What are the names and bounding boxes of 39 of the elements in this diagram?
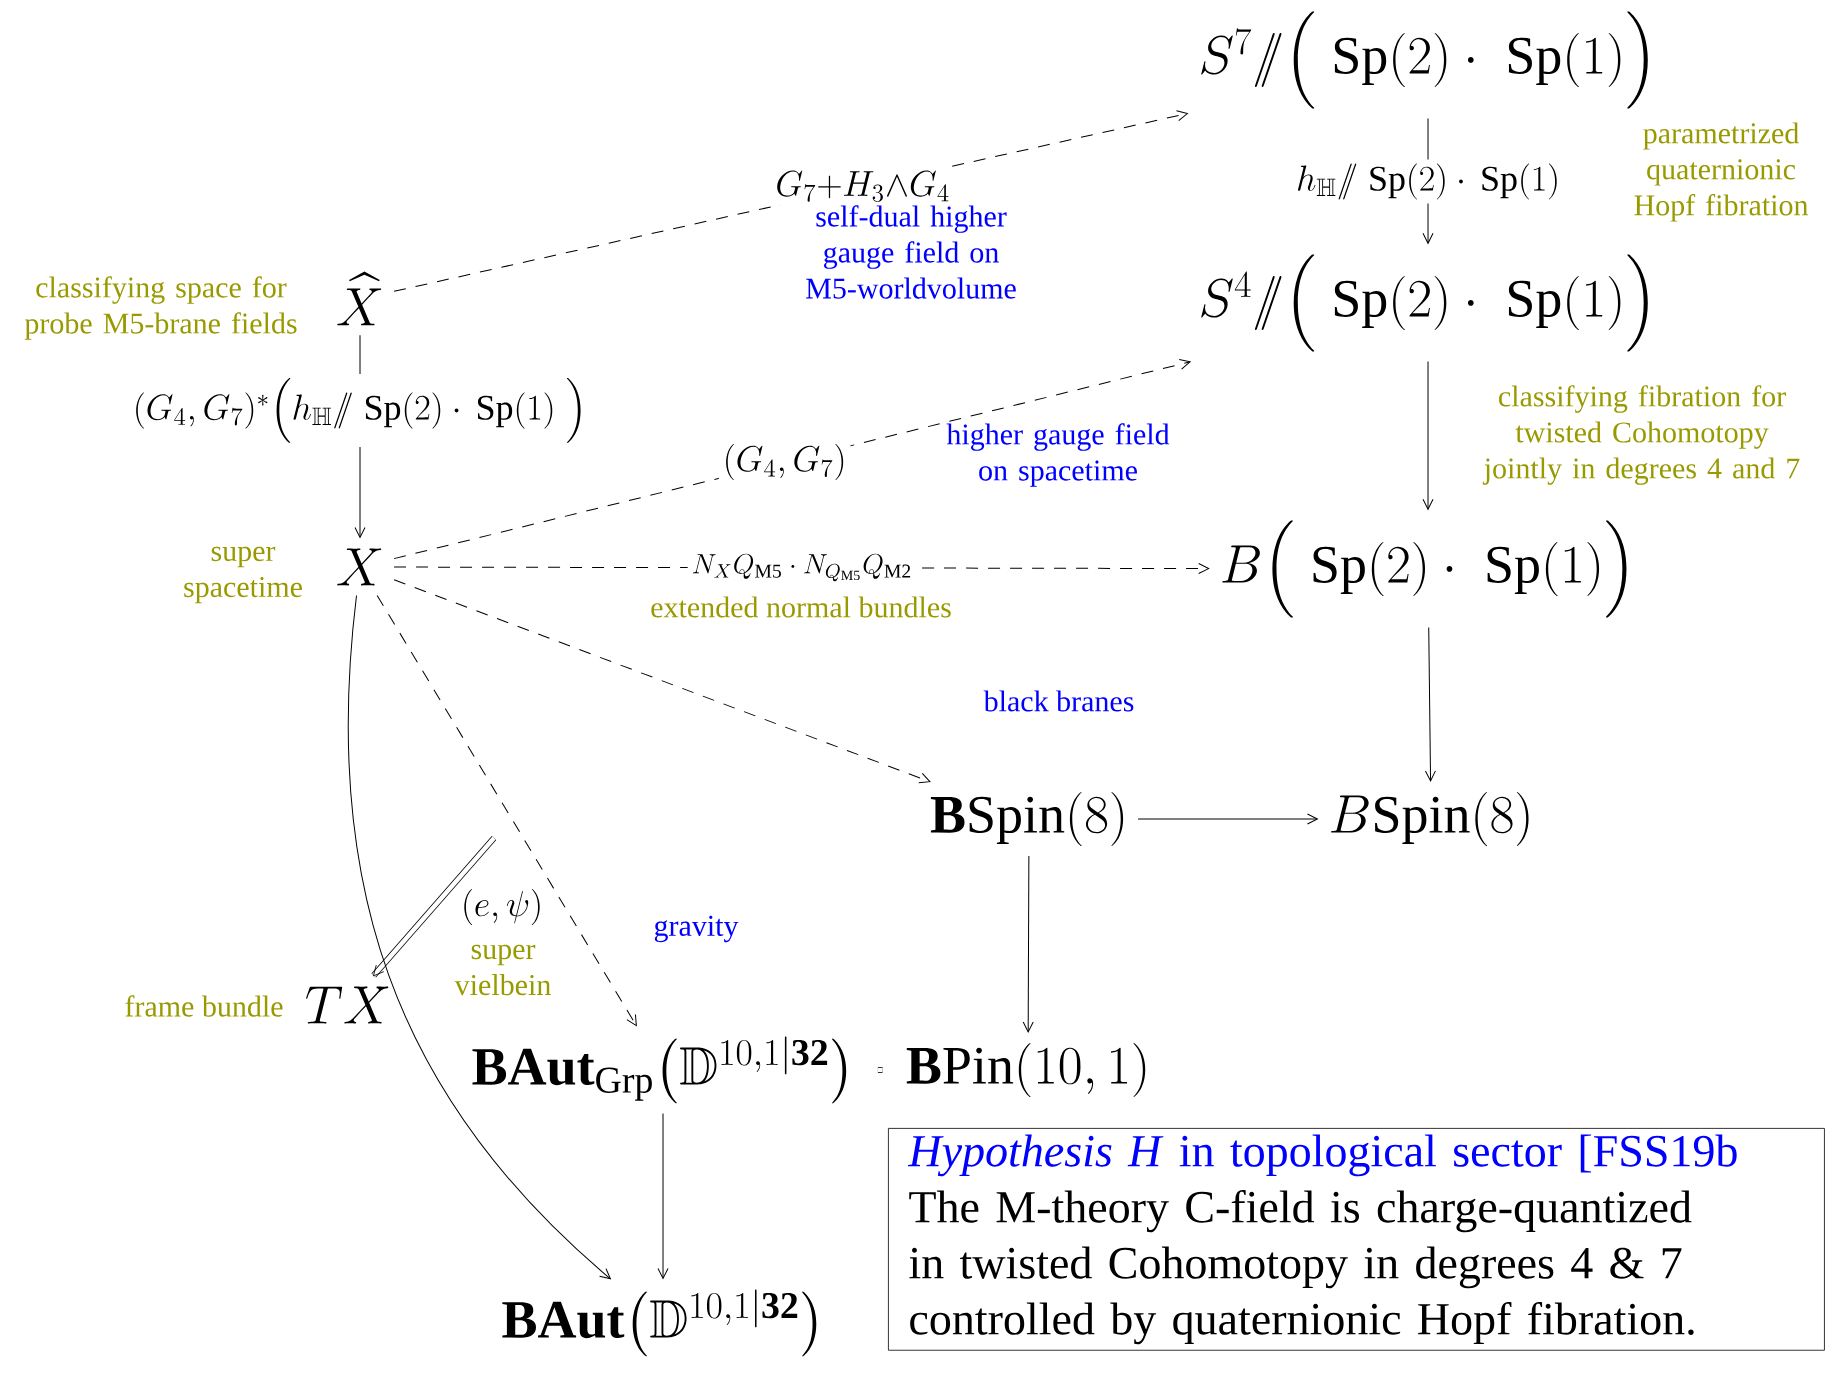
annotation: extended normal bundles: [651, 596, 951, 618]
arrow: [1137, 813, 1318, 825]
node-label: classifying space for probe M5-brane fields: [24, 276, 297, 340]
edge-label: $(e,\psi)$: [464, 889, 540, 925]
arrow: [1022, 855, 1034, 1033]
double-arrow: [371, 836, 497, 978]
annotation: classifying fibration for twisted Cohomotopy jointly in degrees 4 and 7: [1482, 385, 1800, 485]
node-label: super spacetime: [184, 546, 302, 604]
dashed-arrow: [393, 579, 931, 784]
annotation: parametrized quaternionic Hopf fibration: [1634, 122, 1809, 222]
formula: $\mathbf{B}\mathrm{Spin}(8)$: [930, 792, 1124, 846]
formula: $TX$: [306, 986, 389, 1024]
formula: $X$: [337, 548, 382, 586]
formula: $S^4 /\!\!/ \Big(\;\mathrm{Sp}(2)\cdot\;\mathrm{Sp}(1)\Big)$: [1201, 254, 1648, 352]
formula: $B\mathrm{Spin}(8)$: [1331, 792, 1529, 846]
formula: $\widehat{X}$: [337, 271, 382, 326]
edge-label: $(G_4,G_7)$: [718, 440, 851, 485]
edge-label: $N_{X}Q_{\mathrm{M5}}\cdot N_{Q_{\mathrm{M5}}}Q_{\mathrm{M2}}$: [687, 550, 917, 586]
arrow: [1422, 361, 1434, 510]
formula: $B\Big(\;\mathrm{Sp}(2)\cdot\;\mathrm{Sp}(1)\Big)$: [1222, 520, 1627, 618]
arrow: [1424, 627, 1436, 782]
arrow: [657, 1112, 669, 1279]
curved-arrow: [347, 594, 611, 1280]
annotation: super vielbein: [454, 944, 551, 996]
annotation: self-dual higher gauge field on M5-worldvolume: [806, 205, 1016, 299]
annotation: gravity: [654, 915, 739, 943]
dashed-arrow: [376, 594, 637, 1027]
formula: $\mathbf{BAut}_{\mathrm{Grp}}\big(\mathbb{D}^{10,1\vert\mathbf{32}}\big)$: [472, 1036, 847, 1104]
edge-label: $(G_4,G_7)^*\Big(h_{\mathbb{H}}/\!\!/\;\mathrm{Sp}(2)\cdot\,\mathrm{Sp}(1)\;\Big)$: [128, 374, 592, 447]
annotation: black branes: [983, 690, 1134, 712]
formula: $\mathbf{BAut}\big(\mathbb{D}^{10,1\vert\mathbf{32}}\big)$: [502, 1289, 817, 1357]
equals-sign: [877, 1067, 883, 1073]
annotation: higher gauge field on spacetime: [946, 423, 1170, 487]
edge-label: $h_{\mathbb{H}}/\!\!/\;\mathrm{Sp}(2)\cdot\,\mathrm{Sp}(1)$: [1292, 159, 1564, 204]
node-label: frame bundle: [125, 995, 283, 1017]
text-box: Hypothesis H in topological sector [FSS19b The M-theory C-field is charge-quantized in twisted Cohomotopy in degrees 4 & 7 controlled by quaternionic Hopf fibration.: [888, 1128, 1825, 1351]
edge-label: $G_7{+}H_3{\wedge}G_4$: [771, 167, 955, 206]
formula: $\mathbf{B}\mathrm{Pin}(10,1)$: [906, 1043, 1146, 1097]
formula: $S^7 /\!\!/ \Big(\;\mathrm{Sp}(2)\cdot\;\mathrm{Sp}(1)\Big)$: [1201, 11, 1648, 109]
